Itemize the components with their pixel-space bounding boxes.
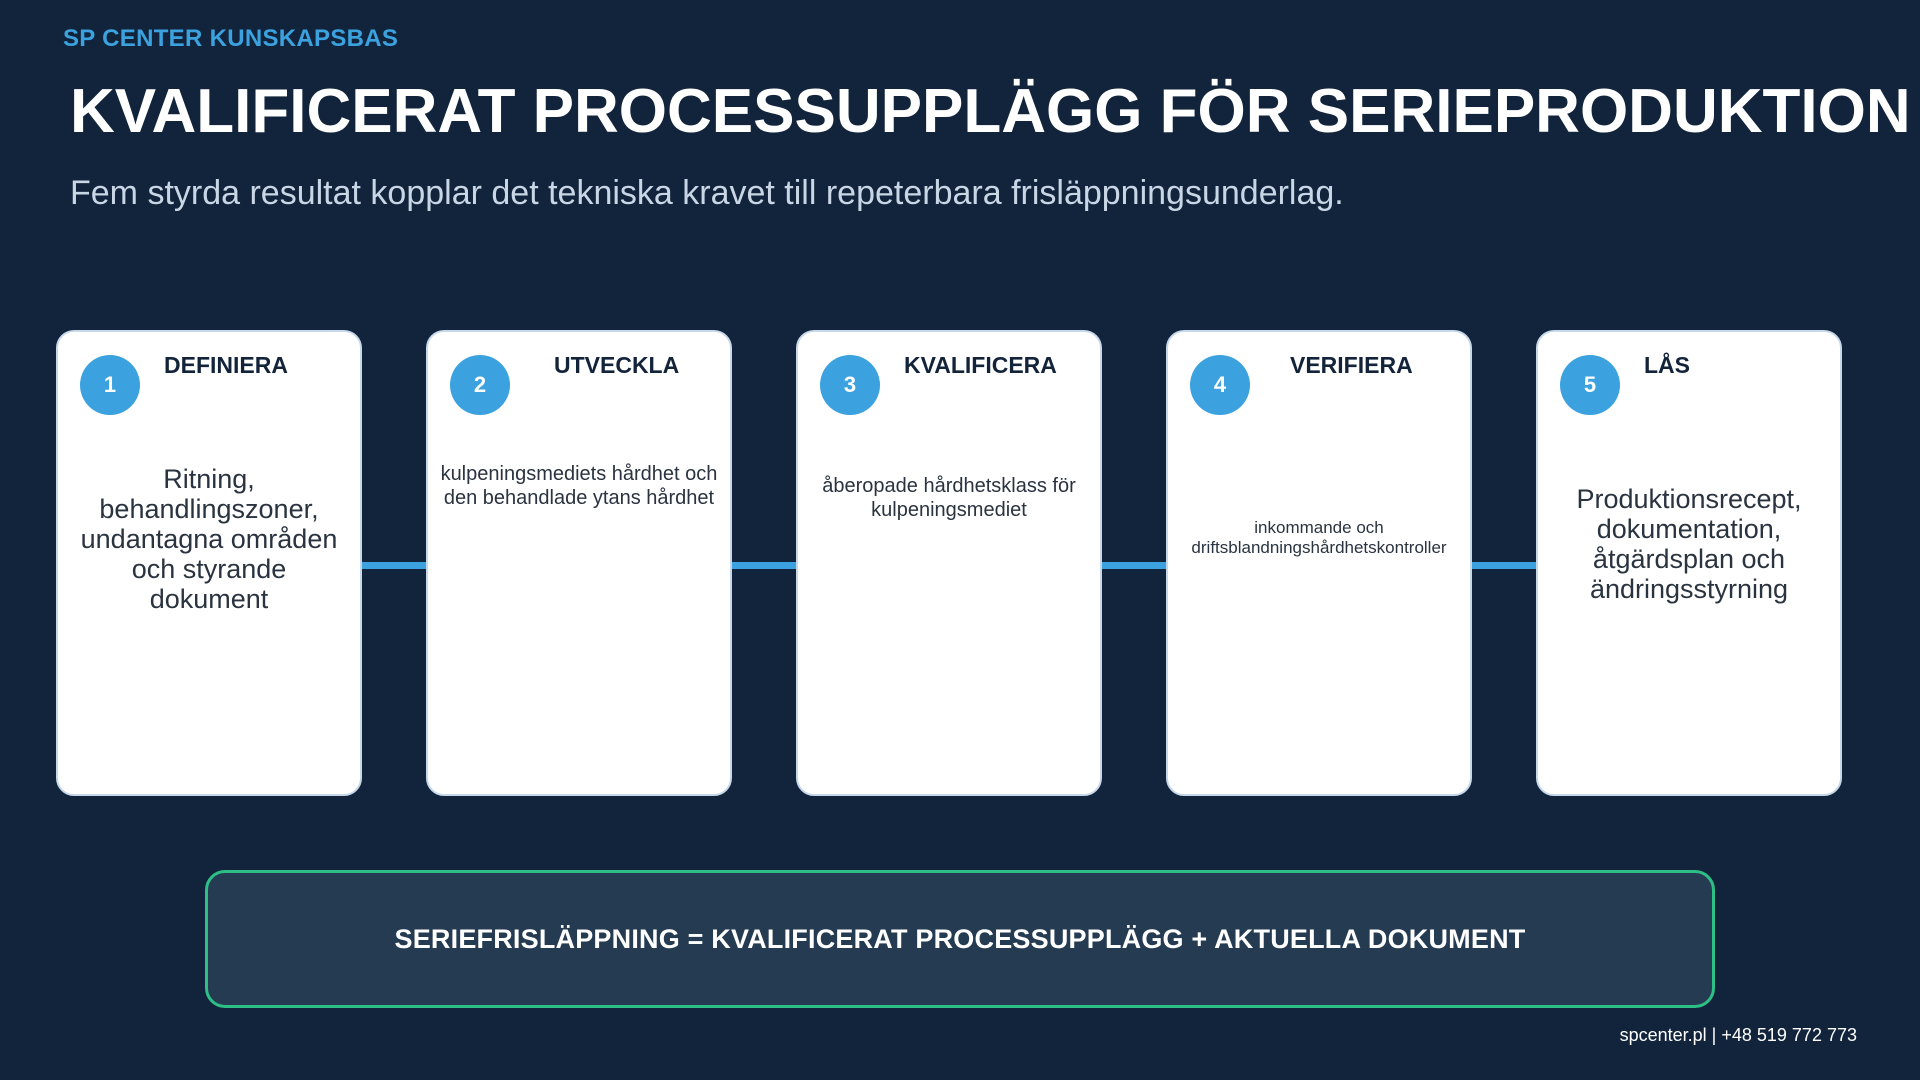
step-number-badge: 3 xyxy=(820,355,880,415)
step-card-define: 1 DEFINIERA Ritning, behandlingszoner, u… xyxy=(56,330,362,796)
step-description: Produktionsrecept, dokumentation, åtgärd… xyxy=(1576,484,1802,604)
step-number-badge: 5 xyxy=(1560,355,1620,415)
release-equation-text: SERIEFRISLÄPPNING = KVALIFICERAT PROCESS… xyxy=(394,923,1526,954)
step-number-badge: 4 xyxy=(1190,355,1250,415)
step-title: UTVECKLA xyxy=(554,352,680,378)
step-description: åberopade hårdhetsklass för kulpeningsme… xyxy=(822,475,1076,521)
page-subtitle: Fem styrda resultat kopplar det tekniska… xyxy=(70,174,1344,212)
release-equation-box: SERIEFRISLÄPPNING = KVALIFICERAT PROCESS… xyxy=(205,870,1715,1008)
step-title: VERIFIERA xyxy=(1290,352,1413,378)
step-description: kulpeningsmediets hårdhet och den behand… xyxy=(440,463,718,509)
step-title: DEFINIERA xyxy=(164,352,288,378)
step-card-develop: 2 UTVECKLA kulpeningsmediets hårdhet och… xyxy=(426,330,732,796)
page-title: KVALIFICERAT PROCESSUPPLÄGG FÖR SERIEPRO… xyxy=(70,77,1911,146)
step-number-badge: 2 xyxy=(450,355,510,415)
step-card-qualify: 3 KVALIFICERA åberopade hårdhetsklass fö… xyxy=(796,330,1102,796)
step-title: LÅS xyxy=(1644,352,1690,378)
brand-label: SP CENTER KUNSKAPSBAS xyxy=(63,25,399,52)
step-card-lock: 5 LÅS Produktionsrecept, dokumentation, … xyxy=(1536,330,1842,796)
step-card-verify: 4 VERIFIERA inkommande och driftsblandni… xyxy=(1166,330,1472,796)
step-description: inkommande och driftsblandningshårdhetsk… xyxy=(1191,518,1447,557)
step-title: KVALIFICERA xyxy=(904,352,1057,378)
footer-contact: spcenter.pl | +48 519 772 773 xyxy=(1619,1025,1857,1045)
step-description: Ritning, behandlingszoner, undantagna om… xyxy=(80,464,338,614)
step-number-badge: 1 xyxy=(80,355,140,415)
